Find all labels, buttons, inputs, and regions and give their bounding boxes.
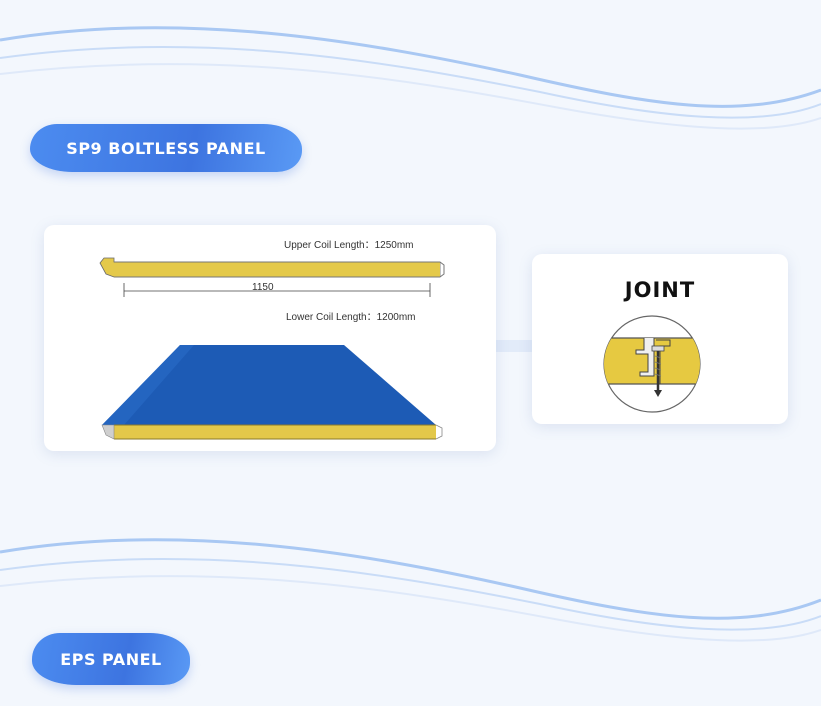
- section-title-sp9-label: SP9 BOLTLESS PANEL: [66, 138, 266, 158]
- card-connector: [496, 340, 532, 352]
- section-title-eps: EPS PANEL: [32, 633, 190, 685]
- lower-coil-length-label: Lower Coil Length：1200mm: [286, 312, 416, 323]
- panel-diagram-card: Upper Coil Length：1250mm 1150 Lower Coil…: [44, 225, 496, 451]
- section-title-eps-label: EPS PANEL: [60, 649, 162, 669]
- joint-card: JOINT: [532, 254, 788, 424]
- panel-drawing: [99, 257, 445, 440]
- joint-detail-drawing: [603, 315, 701, 413]
- upper-coil-length-label: Upper Coil Length：1250mm: [284, 240, 414, 251]
- joint-title: JOINT: [624, 278, 696, 302]
- panel-width-dimension: 1150: [252, 282, 274, 293]
- section-title-sp9: SP9 BOLTLESS PANEL: [30, 124, 302, 172]
